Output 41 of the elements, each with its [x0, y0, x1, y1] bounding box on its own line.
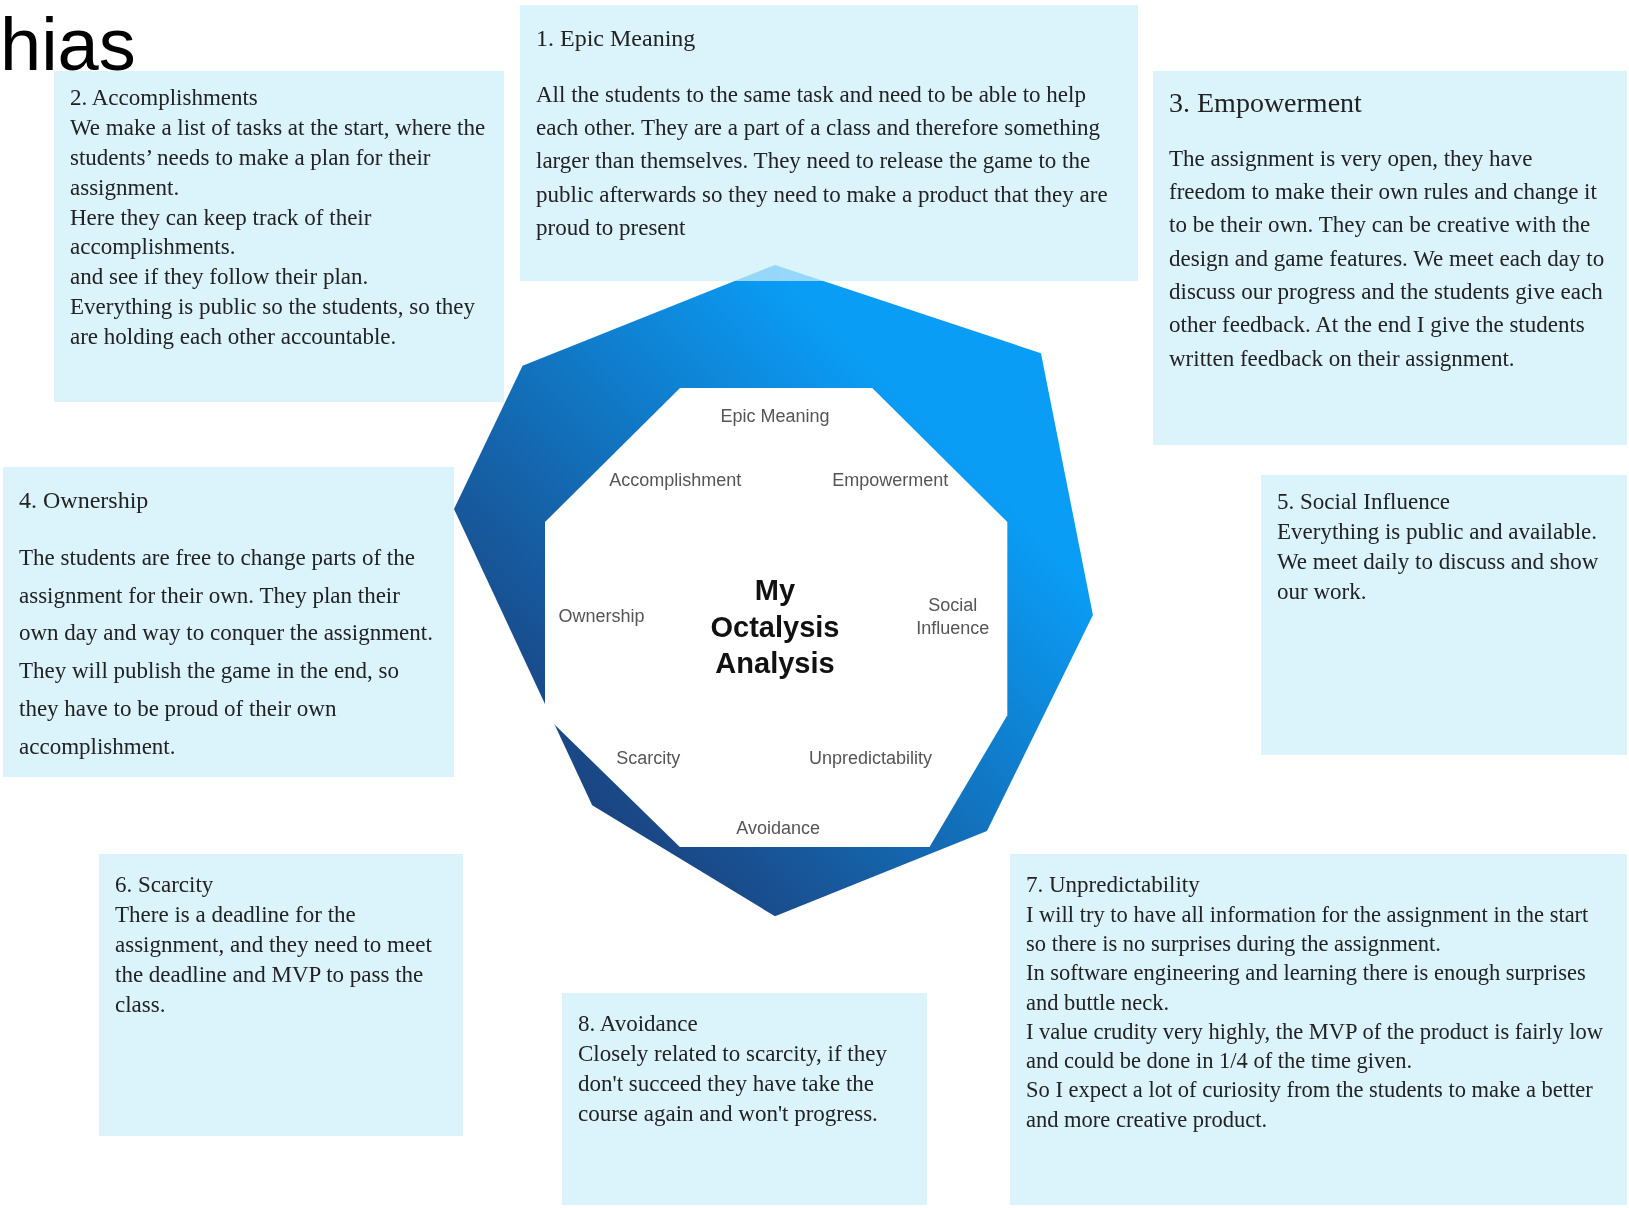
- card-text: I value crudity very highly, the MVP of the product is fairly low and could be done in 1/4 of the time given.: [1026, 1017, 1604, 1076]
- text-card: [99, 854, 463, 1136]
- card-text: Here they can keep track of their accomplishments.: [70, 203, 373, 262]
- card-text: We meet daily to discuss and show our work.: [1277, 547, 1600, 606]
- card-heading: 1. Epic Meaning: [536, 24, 697, 53]
- card-heading: 4. Ownership: [19, 486, 150, 515]
- text-card: [520, 5, 1138, 281]
- card-text: The assignment is very open, they have freedom to make their own rules and change it to be their own. They can be creative with the design and game features. We meet each day to discuss our progress and the students give each other feedback. At the end I give the students written feedback on their assignment.: [1169, 144, 1606, 373]
- card-heading: 5. Social Influence: [1277, 488, 1452, 516]
- text-card: [1010, 854, 1627, 1205]
- card-text: Closely related to scarcity, if they don't succeed they have take the course again and won't progress.: [578, 1039, 888, 1128]
- segment-label: Unpredictability: [809, 747, 933, 770]
- segment-label: Avoidance: [736, 816, 820, 840]
- text-card: [3, 467, 454, 777]
- card-text: I will try to have all information for the assignment in the start so there is no surprises during the assignment.: [1026, 900, 1590, 959]
- card-heading: 2. Accomplishments: [70, 84, 259, 112]
- center-title: My Octalysis Analysis: [709, 573, 841, 681]
- segment-label: Accomplishment: [609, 468, 742, 492]
- card-text: In software engineering and learning there is enough surprises and buttle neck.: [1026, 959, 1587, 1017]
- text-card: [1261, 475, 1627, 755]
- card-text: We make a list of tasks at the start, where the students’ needs to make a plan for their assignment.: [70, 113, 487, 202]
- segment-label: Scarcity: [616, 747, 681, 770]
- segment-label: Epic Meaning: [720, 404, 830, 427]
- title-fragment: hias: [0, 8, 136, 82]
- card-heading: 8. Avoidance: [578, 1010, 699, 1038]
- card-text: There is a deadline for the assignment, and they need to meet the deadline and MVP to pass the class.: [115, 900, 433, 1019]
- card-heading: 7. Unpredictability: [1026, 871, 1201, 899]
- card-heading: 6. Scarcity: [115, 871, 215, 899]
- text-card: [1153, 71, 1627, 445]
- card-text: Everything is public and available.: [1277, 517, 1598, 546]
- card-text: The students are free to change parts of the assignment for their own. They plan their own day and way to conquer the assignment. They will publish the game in the end, so they have to be proud of their own accomplishment.: [19, 543, 434, 762]
- segment-label: Ownership: [558, 604, 645, 628]
- card-text: All the students to the same task and need to be able to help each other. They are a part of a class and therefore something larger than themselves. They need to release the game to the public afterwards so they need to make a product that they are proud to present: [536, 80, 1109, 243]
- card-text: and see if they follow their plan.: [70, 263, 370, 292]
- text-card: [562, 993, 927, 1205]
- card-heading: 3. Empowerment: [1169, 86, 1363, 120]
- card-text: So I expect a lot of curiosity from the students to make a better and more creative product.: [1026, 1076, 1594, 1134]
- text-card: [54, 71, 504, 402]
- segment-label: Social Influence: [915, 593, 991, 639]
- card-text: Everything is public so the students, so they are holding each other accountable.: [70, 293, 476, 352]
- segment-label: Empowerment: [832, 468, 949, 492]
